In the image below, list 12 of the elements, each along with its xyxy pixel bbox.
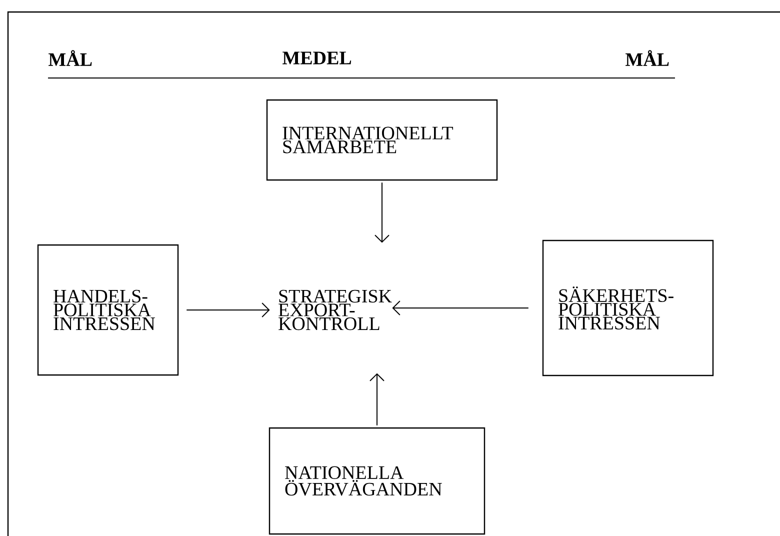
arrow [374,182,390,243]
text-box: INTERNATIONELLT SAMARBETE [266,99,498,181]
arrow [392,300,529,316]
column-heading: MEDEL [282,52,352,64]
arrow [370,373,384,426]
text-box: NATIONELLA ÖVERVÄGANDEN [268,427,486,535]
text-box: SÄKERHETS- POLITISKA INTRESSEN [542,240,714,376]
text-box: HANDELS- POLITISKA INTRESSEN [37,244,179,376]
text-label: STRATEGISK EXPORT- KONTROLL [278,290,392,330]
arrow [186,302,270,318]
column-heading: MÅL [626,50,669,66]
column-heading: MÅL [48,50,92,66]
